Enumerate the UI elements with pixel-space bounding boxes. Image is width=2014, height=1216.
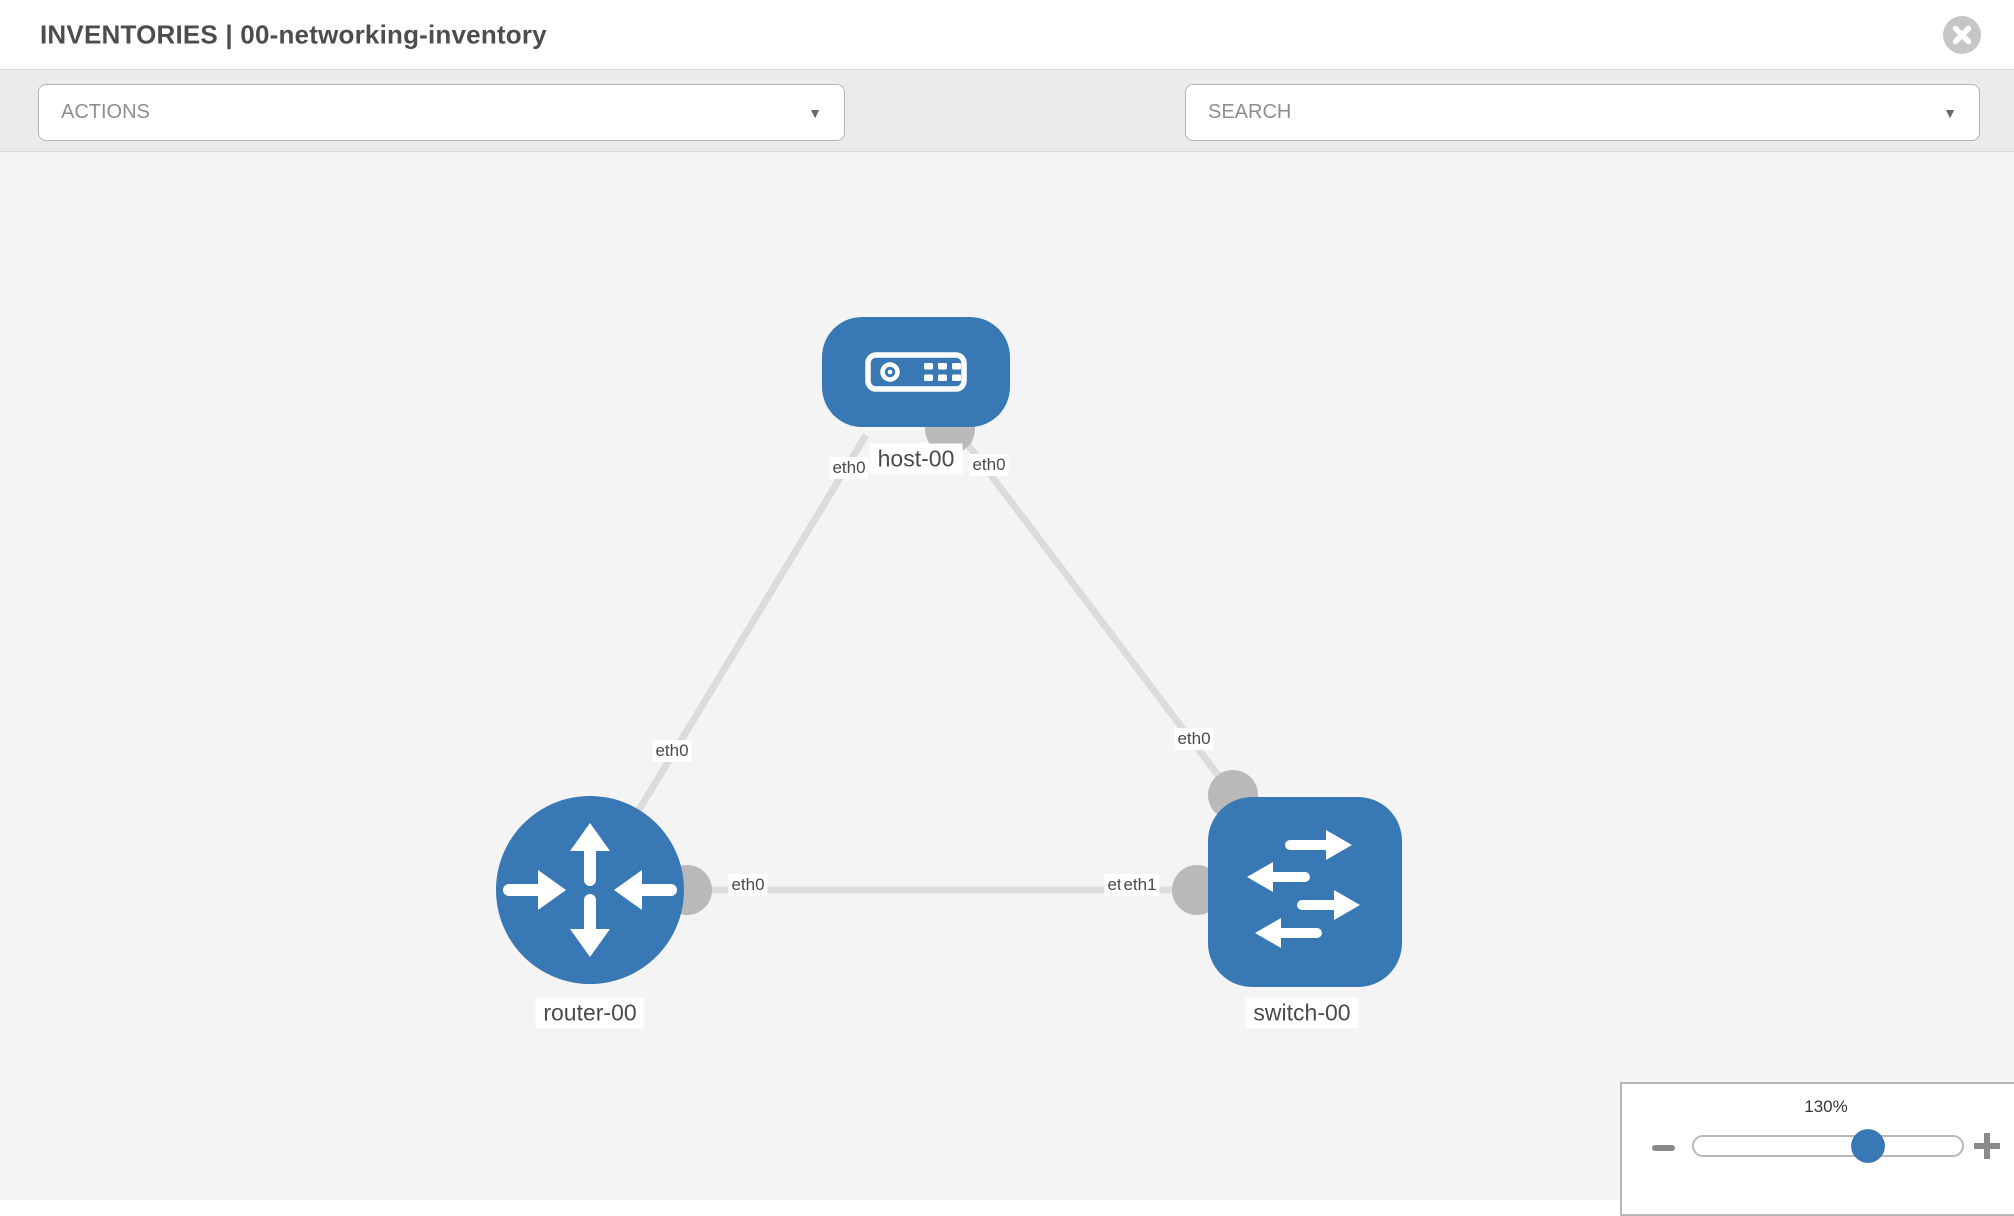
topology-canvas[interactable]: eth0eth0eth0eth0eth0eth0eth1host-00route… — [0, 152, 2014, 1216]
interface-label: eth0 — [1174, 728, 1214, 750]
interface-label: eth0 — [829, 457, 869, 479]
node-router-00[interactable] — [496, 796, 684, 984]
topology-labels: eth0eth0eth0eth0eth0eth0eth1host-00route… — [0, 152, 2014, 1200]
actions-dropdown-label: ACTIONS — [61, 101, 150, 123]
zoom-slider[interactable] — [1692, 1129, 1964, 1163]
zoom-in-button[interactable] — [1974, 1133, 2000, 1159]
node-label: host-00 — [869, 443, 963, 475]
zoom-panel: 130% — [1620, 1082, 2014, 1216]
topology-svg — [496, 317, 1402, 987]
zoom-out-button[interactable] — [1652, 1144, 1676, 1152]
page-title: INVENTORIES | 00-networking-inventory — [40, 19, 547, 49]
chevron-down-icon: ▼ — [808, 104, 822, 121]
toolbar: ACTIONS ▼ SEARCH ▼ — [0, 70, 2014, 209]
zoom-slider-thumb[interactable] — [1851, 1129, 1885, 1163]
search-dropdown[interactable]: SEARCH ▼ — [1185, 84, 1980, 141]
node-host-00[interactable] — [822, 317, 1010, 427]
close-button[interactable] — [1942, 15, 1982, 55]
interface-label: eth1 — [1120, 874, 1160, 896]
node-label: router-00 — [535, 997, 645, 1029]
search-input: SEARCH — [1208, 101, 1292, 123]
link-host-00-router-00[interactable] — [619, 433, 869, 840]
header: INVENTORIES | 00-networking-inventory — [0, 0, 2014, 70]
interface-label: eth0 — [728, 874, 768, 896]
node-label: switch-00 — [1245, 997, 1359, 1029]
zoom-level: 130% — [1804, 1097, 1848, 1116]
node-switch-00[interactable] — [1208, 797, 1402, 987]
actions-dropdown[interactable]: ACTIONS ▼ — [38, 84, 845, 141]
close-icon — [1943, 16, 1981, 54]
interface-label: eth0 — [969, 454, 1009, 476]
chevron-down-icon: ▼ — [1943, 104, 1957, 121]
interface-label: eth0 — [652, 740, 692, 762]
